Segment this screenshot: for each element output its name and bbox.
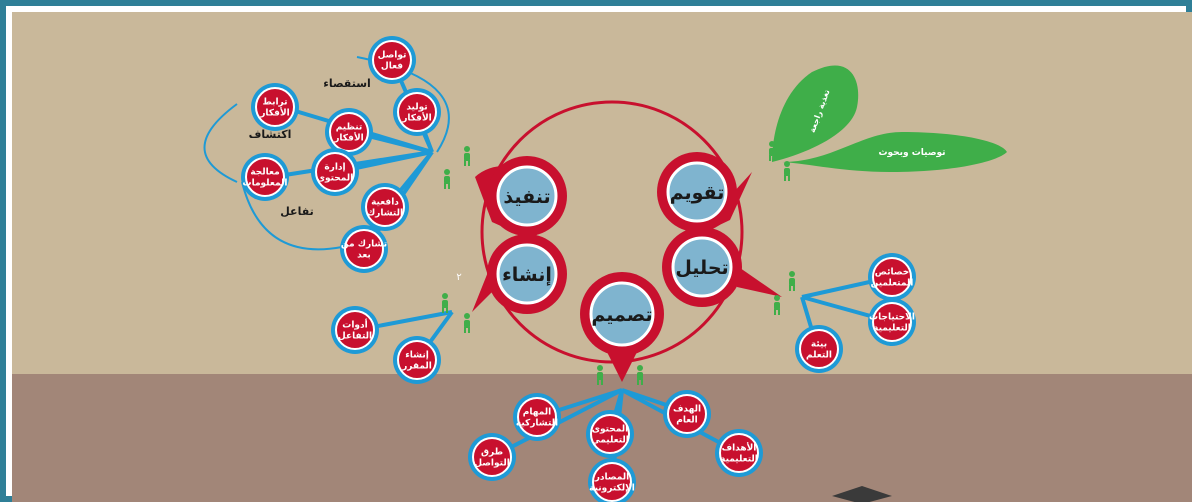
bubble-communication-methods-label: طرق [481, 448, 503, 458]
leaf-recommendations-label: توصيات وبحوث [878, 148, 945, 158]
bubble-content-management-label: المحتوى [317, 174, 354, 184]
label-development: إنشاء [502, 264, 552, 286]
bubble-learner-creation-label: المقرر [401, 362, 432, 372]
label-design: تصميم [591, 304, 652, 326]
bubble-remote-participation-label: تشارك من [341, 240, 387, 250]
phase-evaluation[interactable]: تقويم [657, 152, 752, 238]
bubble-effective-communication-label: تواصل [378, 51, 407, 61]
bubble-idea-generation-label: الأفكار [401, 112, 431, 124]
bubble-learning-environment-label: بيئة [811, 340, 827, 350]
bubble-collaborative-tasks-label: المهام [523, 408, 551, 418]
phase-implementation[interactable]: تنفيذ [475, 156, 567, 240]
bubble-educational-content-label: التعليمي [591, 436, 629, 446]
bubble-collaborative-tasks-label: التشاركية [516, 419, 558, 429]
instructional-design-diagram: تنفيذ تقويم إنشاء ٢ تحليل تصميم تغذية را… [12, 12, 1192, 502]
bubble-idea-linking-label: ترابط [262, 98, 287, 108]
bubble-information-processing-label: معالجة [250, 168, 279, 178]
bubble-idea-organization-label: الأفكار [333, 132, 363, 144]
bubble-electronic-sources-label: المصادر [594, 473, 630, 483]
number-mark: ٢ [456, 272, 461, 283]
bubble-idea-generation-label: توليد [406, 103, 427, 113]
bubble-learner-creation-label: إنشاء [405, 351, 429, 361]
bubble-participation-drive-label: دافعية [371, 198, 399, 208]
phase-analysis[interactable]: تحليل [662, 227, 782, 307]
leaf-feedback [772, 65, 859, 162]
bubble-educational-content-label: المحتوى [592, 425, 629, 435]
diagram-scene: تنفيذ تقويم إنشاء ٢ تحليل تصميم تغذية را… [12, 12, 1192, 502]
graduation-cap-icon [832, 486, 892, 502]
bubble-learner-characteristics-label: خصائص [875, 268, 909, 278]
bubble-electronic-sources-label: الإلكترونية [589, 484, 635, 494]
label-implementation: تنفيذ [503, 186, 550, 208]
bubble-learner-characteristics-label: المتعلمين [871, 279, 914, 289]
bubble-information-processing-label: المعلومات [243, 179, 288, 189]
bubble-communication-methods-label: التواصل [474, 459, 510, 469]
bubble-content-management-label: إدارة [324, 163, 345, 173]
bubble-interaction-tools-label: أدوات [342, 319, 367, 331]
arc-discovery [203, 103, 238, 183]
phase-design[interactable]: تصميم [580, 272, 664, 382]
bubble-educational-needs-label: التعليمية [873, 324, 911, 334]
bubble-effective-communication-label: فعال [381, 62, 403, 72]
bubble-interaction-tools-label: التفاعل [338, 332, 372, 342]
label-evaluation: تقويم [670, 182, 725, 204]
bubble-educational-objectives-label: الأهداف [722, 442, 757, 454]
bubble-general-goal-label: العام [676, 416, 698, 426]
edge-inquiry: استقصاء [323, 77, 371, 90]
bubble-idea-organization-label: تنظيم [336, 123, 363, 133]
bubble-educational-needs-label: الاحتياجات [869, 313, 915, 323]
bubble-learning-environment-label: التعلم [806, 351, 832, 361]
edge-discovery: اكتشاف [249, 128, 292, 141]
bubble-educational-objectives-label: التعليمية [720, 455, 758, 465]
edge-interaction: تفاعل [280, 205, 314, 218]
phase-development[interactable]: إنشاء ٢ [456, 234, 567, 314]
bubble-participation-drive-label: التشارك [367, 209, 403, 219]
bubble-remote-participation-label: بعد [357, 251, 371, 261]
leaf-recommendations [782, 132, 1007, 172]
label-analysis: تحليل [675, 257, 728, 279]
bubble-general-goal-label: الهدف [673, 405, 701, 415]
bubble-idea-linking-label: الأفكار [259, 107, 289, 119]
arc-interaction [241, 181, 343, 251]
